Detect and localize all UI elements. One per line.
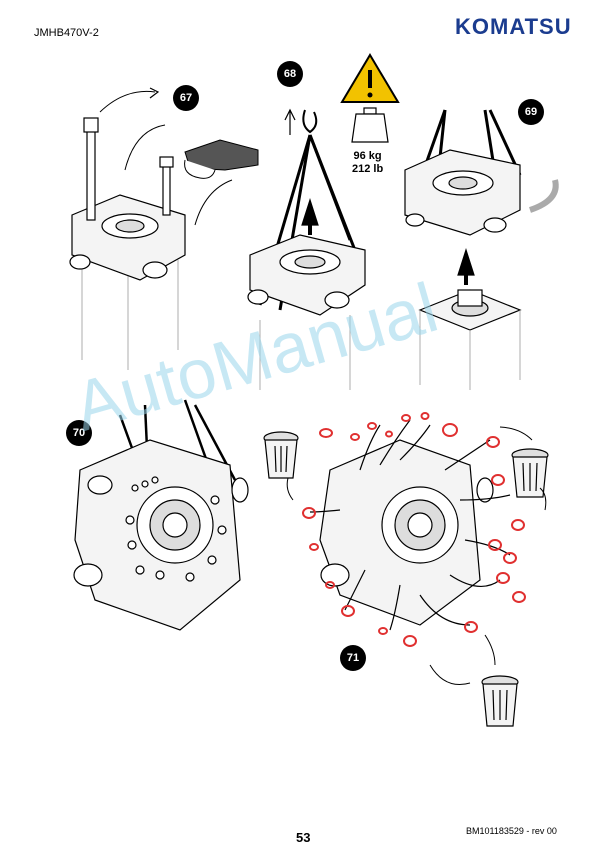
trash-bin-icon — [511, 448, 549, 498]
page-number: 53 — [296, 830, 311, 845]
step-badge-69: 69 — [518, 99, 544, 125]
komatsu-logo: KOMATSU — [455, 14, 572, 39]
weight-icon — [351, 107, 389, 143]
document-reference: BM101183529 - rev 00 — [466, 826, 557, 836]
weight-lb: 212 lb — [352, 163, 384, 175]
weight-label: 96 kg 212 lb — [352, 150, 383, 176]
step-68-illustration — [247, 108, 366, 390]
glove-icon — [184, 139, 259, 179]
warning-triangle-icon — [340, 53, 400, 103]
step-badge-71: 71 — [340, 645, 366, 671]
disposal-arrows — [286, 426, 547, 685]
step-70-illustration — [73, 399, 249, 631]
trash-bin-icon — [263, 431, 299, 479]
step-69-illustration — [404, 109, 559, 390]
o-ring-group — [302, 412, 526, 647]
weight-kg: 96 kg — [353, 150, 382, 162]
step-71-illustration — [309, 419, 511, 631]
document-code: JMHB470V-2 — [34, 27, 99, 39]
step-67-illustration — [69, 87, 233, 370]
step-badge-70: 70 — [66, 420, 92, 446]
trash-bin-icon — [481, 675, 519, 727]
step-badge-67: 67 — [173, 85, 199, 111]
step-badge-68: 68 — [277, 61, 303, 87]
